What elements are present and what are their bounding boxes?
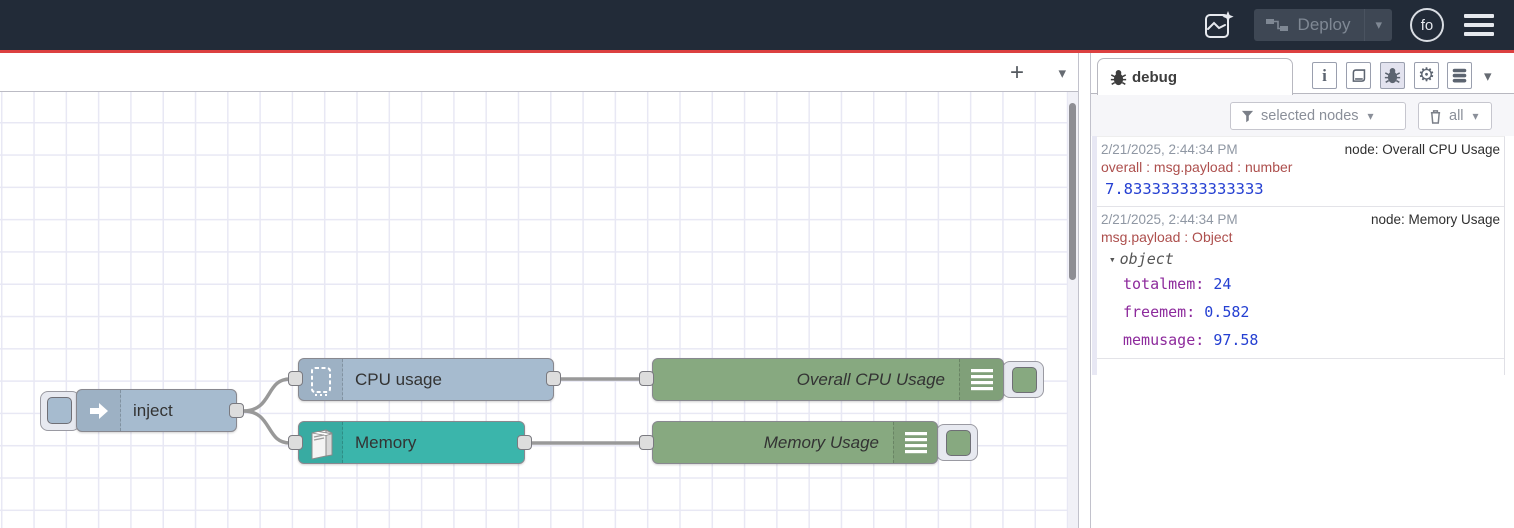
deploy-button-main[interactable]: Deploy bbox=[1254, 15, 1365, 35]
gear-icon: ⚙ bbox=[1417, 65, 1436, 86]
book-icon bbox=[1352, 68, 1366, 82]
node-label: Memory bbox=[355, 432, 417, 452]
field-key: freemem: bbox=[1123, 303, 1196, 321]
filter-dropdown[interactable]: selected nodes ▾ bbox=[1230, 102, 1406, 130]
input-port[interactable] bbox=[639, 435, 654, 450]
caret-down-icon: ▾ bbox=[1375, 17, 1382, 32]
info-icon: i bbox=[1322, 65, 1327, 85]
node-label: Overall CPU Usage bbox=[796, 369, 945, 389]
bug-icon bbox=[1110, 69, 1127, 85]
message-value: 7.833333333333333 bbox=[1105, 180, 1264, 198]
object-field[interactable]: freemem: 0.582 bbox=[1101, 298, 1500, 326]
debug-sidebar: debug i ⚙ ▾ bbox=[1091, 53, 1514, 528]
wire[interactable] bbox=[242, 409, 291, 445]
menu-bar bbox=[1464, 23, 1494, 27]
output-port[interactable] bbox=[229, 403, 244, 418]
deploy-label: Deploy bbox=[1297, 15, 1351, 34]
sidebar-menu-caret[interactable]: ▾ bbox=[1484, 68, 1492, 85]
canvas-vertical-scrollbar-track[interactable] bbox=[1068, 92, 1078, 528]
message-node-name: node: Memory Usage bbox=[1370, 212, 1500, 227]
trash-icon bbox=[1430, 109, 1441, 124]
debug-toolbar: selected nodes ▾ all ▾ bbox=[1091, 94, 1514, 136]
message-property: overall : msg.payload : number bbox=[1101, 159, 1293, 175]
assistant-icon[interactable] bbox=[1202, 8, 1236, 42]
info-tab-button[interactable]: i bbox=[1312, 62, 1337, 89]
deploy-wire-icon bbox=[1265, 19, 1288, 31]
context-tab-button[interactable] bbox=[1447, 62, 1472, 89]
object-expander[interactable]: ▾ object bbox=[1101, 246, 1500, 270]
inject-arrow-icon bbox=[77, 390, 121, 431]
user-avatar[interactable]: fo bbox=[1410, 8, 1444, 42]
field-value: 97.58 bbox=[1213, 331, 1259, 349]
object-field[interactable]: totalmem: 24 bbox=[1101, 270, 1500, 298]
flow-list-caret[interactable]: ▾ bbox=[1058, 65, 1066, 82]
bug-icon bbox=[1384, 68, 1401, 84]
debug-list-edge bbox=[1092, 136, 1097, 375]
sidebar-tab-bar: debug i ⚙ ▾ bbox=[1091, 53, 1514, 95]
message-timestamp: 2/21/2025, 2:44:34 PM bbox=[1101, 212, 1238, 227]
output-port[interactable] bbox=[517, 435, 532, 450]
debug-message-list: 2/21/2025, 2:44:34 PM node: Overall CPU … bbox=[1097, 136, 1505, 375]
caret-down-icon: ▾ bbox=[1367, 109, 1374, 123]
node-label: CPU usage bbox=[355, 369, 442, 389]
config-tab-button[interactable]: ⚙ bbox=[1414, 62, 1439, 89]
field-value: 24 bbox=[1213, 275, 1232, 293]
debug-toggle-inner[interactable] bbox=[946, 430, 971, 456]
message-node-name: node: Overall CPU Usage bbox=[1344, 142, 1500, 157]
tab-debug-label: debug bbox=[1132, 68, 1177, 86]
node-memory[interactable]: Memory bbox=[298, 421, 525, 464]
input-port[interactable] bbox=[288, 371, 303, 386]
clear-dropdown[interactable]: all ▾ bbox=[1418, 102, 1492, 130]
help-tab-button[interactable] bbox=[1346, 62, 1371, 89]
filter-label: selected nodes bbox=[1261, 108, 1359, 124]
node-cpu-usage[interactable]: CPU usage bbox=[298, 358, 554, 401]
menu-bar bbox=[1464, 32, 1494, 36]
debug-list-icon bbox=[959, 359, 1003, 400]
cpu-chip-icon bbox=[299, 359, 343, 400]
header-accent-line bbox=[0, 50, 1514, 53]
header-bar: Deploy ▾ fo bbox=[0, 0, 1514, 50]
input-port[interactable] bbox=[639, 371, 654, 386]
flow-canvas[interactable]: inject CPU usage Memory Ov bbox=[0, 92, 1078, 528]
debug-list-icon bbox=[893, 422, 937, 463]
node-memory-usage[interactable]: Memory Usage bbox=[652, 421, 938, 464]
tab-debug[interactable]: debug bbox=[1097, 58, 1293, 95]
wire[interactable] bbox=[242, 377, 291, 413]
workspace-tab-strip: + ▾ bbox=[0, 53, 1078, 92]
caret-down-icon: ▾ bbox=[1109, 252, 1116, 266]
output-port[interactable] bbox=[546, 371, 561, 386]
node-overall-cpu-usage[interactable]: Overall CPU Usage bbox=[652, 358, 1004, 401]
deploy-options-caret[interactable]: ▾ bbox=[1364, 9, 1392, 41]
object-label: object bbox=[1119, 250, 1174, 268]
node-label: inject bbox=[133, 400, 173, 420]
server-tower-icon bbox=[299, 422, 343, 463]
add-flow-button[interactable]: + bbox=[1009, 59, 1024, 86]
field-key: memusage: bbox=[1123, 331, 1205, 349]
deploy-button[interactable]: Deploy ▾ bbox=[1253, 9, 1392, 41]
message-property: msg.payload : Object bbox=[1101, 229, 1233, 245]
inject-trigger-inner[interactable] bbox=[47, 397, 72, 424]
sidebar-splitter[interactable] bbox=[1078, 53, 1091, 528]
message-timestamp: 2/21/2025, 2:44:34 PM bbox=[1101, 142, 1238, 157]
debug-message[interactable]: 2/21/2025, 2:44:34 PM node: Memory Usage… bbox=[1097, 207, 1504, 359]
node-inject[interactable]: inject bbox=[76, 389, 237, 432]
avatar-label: fo bbox=[1420, 16, 1434, 34]
input-port[interactable] bbox=[288, 435, 303, 450]
debug-message[interactable]: 2/21/2025, 2:44:34 PM node: Overall CPU … bbox=[1097, 137, 1504, 207]
main-menu-button[interactable] bbox=[1462, 14, 1496, 36]
clear-label: all bbox=[1449, 108, 1464, 124]
debug-tab-button[interactable] bbox=[1380, 62, 1405, 89]
canvas-vertical-scrollbar-thumb[interactable] bbox=[1069, 103, 1076, 280]
database-icon bbox=[1452, 68, 1467, 83]
node-label: Memory Usage bbox=[763, 432, 879, 452]
field-value: 0.582 bbox=[1204, 303, 1250, 321]
caret-down-icon: ▾ bbox=[1472, 109, 1479, 123]
field-key: totalmem: bbox=[1123, 275, 1205, 293]
menu-bar bbox=[1464, 14, 1494, 18]
object-field[interactable]: memusage: 97.58 bbox=[1101, 326, 1500, 354]
funnel-icon bbox=[1241, 110, 1254, 122]
debug-toggle-inner[interactable] bbox=[1012, 367, 1037, 393]
